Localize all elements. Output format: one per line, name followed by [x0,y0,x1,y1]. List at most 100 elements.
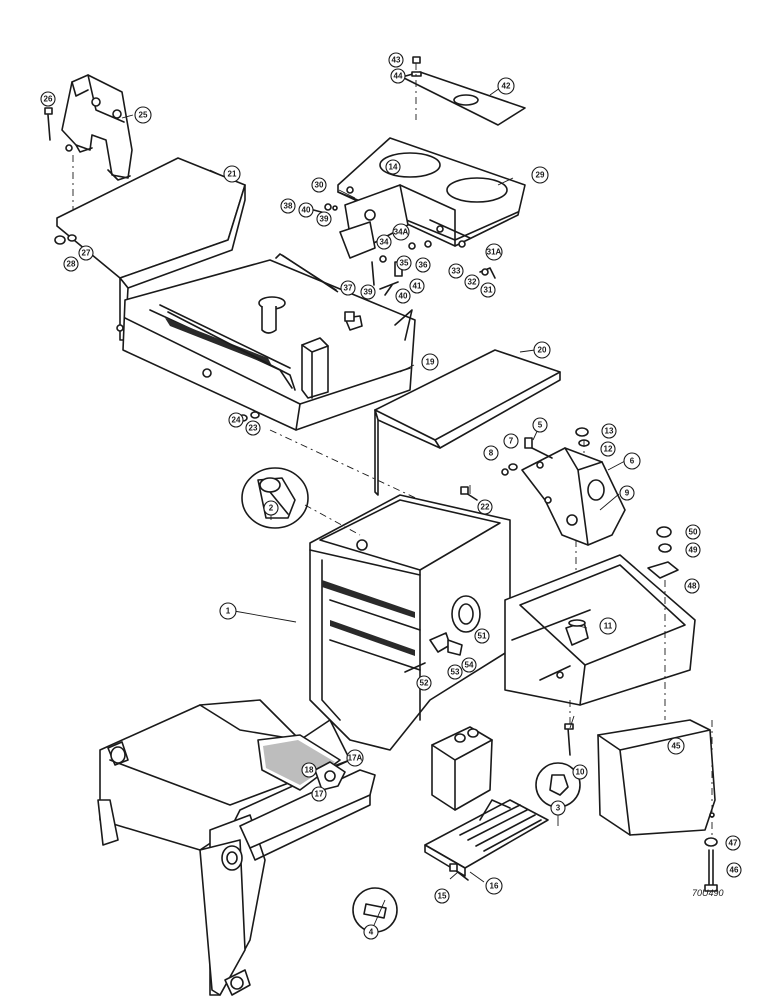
callout-50: 50 [685,524,701,540]
callout-35: 35 [396,255,412,271]
callout-26: 26 [40,91,56,107]
svg-text:26: 26 [44,95,53,104]
callout-8: 8 [483,445,499,461]
callout-31: 31 [480,282,496,298]
svg-text:4: 4 [369,928,374,937]
callout-21: 21 [223,165,241,183]
svg-text:39: 39 [364,288,373,297]
callout-39a: 39 [316,211,332,227]
svg-text:51: 51 [478,632,487,641]
callout-53: 53 [447,664,463,680]
svg-text:5: 5 [538,421,543,430]
svg-text:27: 27 [82,249,91,258]
svg-text:43: 43 [392,56,401,65]
top-plate-assembly [337,71,526,259]
callout-17a: 17A [346,749,364,767]
callout-1: 1 [219,602,237,620]
svg-text:35: 35 [400,259,409,268]
svg-text:45: 45 [672,742,681,751]
callout-leaders [121,87,626,933]
svg-text:23: 23 [249,424,258,433]
callout-28: 28 [63,256,79,272]
callout-16: 16 [485,877,503,895]
svg-text:20: 20 [538,346,547,355]
svg-text:32: 32 [468,278,477,287]
svg-text:17A: 17A [348,754,363,763]
callout-46: 46 [726,862,742,878]
svg-text:17: 17 [315,790,324,799]
callout-23: 23 [245,420,261,436]
nut-3-detail [535,762,581,808]
callout-2: 2 [263,500,279,516]
svg-text:38: 38 [284,202,293,211]
svg-text:28: 28 [67,260,76,269]
callout-4: 4 [363,924,379,940]
solenoid-assembly [431,726,493,811]
callout-10: 10 [572,764,588,780]
callout-27: 27 [78,245,94,261]
svg-text:18: 18 [305,766,314,775]
mount-bracket-6 [521,447,626,546]
svg-text:47: 47 [729,839,738,848]
grab-handle-bracket [61,74,133,181]
callout-34a: 34A [392,223,410,241]
callout-circles: 1 2 3 4 5 6 7 8 9 10 11 12 13 14 15 16 1… [40,52,742,940]
callout-41: 41 [409,278,425,294]
callout-32: 32 [464,274,480,290]
cover-shield-20 [374,349,561,496]
svg-text:12: 12 [604,445,613,454]
callout-17: 17 [311,786,327,802]
callout-51: 51 [474,628,490,644]
svg-text:40: 40 [399,292,408,301]
svg-text:13: 13 [605,427,614,436]
callout-52: 52 [416,675,432,691]
callout-49: 49 [685,542,701,558]
callout-47: 47 [725,835,741,851]
callout-38: 38 [280,198,296,214]
misc-bolts [54,234,589,881]
svg-text:16: 16 [490,882,499,891]
svg-text:8: 8 [489,449,494,458]
svg-text:44: 44 [394,72,403,81]
svg-text:6: 6 [630,457,635,466]
callout-19: 19 [421,353,439,371]
svg-text:46: 46 [730,866,739,875]
svg-text:36: 36 [419,261,428,270]
bolt-26 [44,107,53,141]
svg-text:48: 48 [688,582,697,591]
callout-36: 36 [415,257,431,273]
callout-9: 9 [619,485,635,501]
svg-text:42: 42 [502,82,511,91]
svg-text:40: 40 [302,206,311,215]
callout-40a: 40 [298,202,314,218]
callout-6: 6 [623,452,641,470]
svg-text:49: 49 [689,546,698,555]
callout-34: 34 [376,234,392,250]
callout-48: 48 [684,578,700,594]
callout-15: 15 [434,888,450,904]
svg-text:22: 22 [481,503,490,512]
callout-40b: 40 [395,288,411,304]
figure-code: 70U490 [692,888,724,898]
callout-13: 13 [601,423,617,439]
svg-text:33: 33 [452,267,461,276]
svg-text:10: 10 [576,768,585,777]
callout-43: 43 [388,52,404,68]
callout-18: 18 [301,762,317,778]
svg-text:11: 11 [604,622,613,631]
svg-text:25: 25 [139,111,148,120]
svg-text:15: 15 [438,892,447,901]
svg-text:19: 19 [426,358,435,367]
callout-37: 37 [340,280,356,296]
callout-5: 5 [532,417,548,433]
callout-45: 45 [667,737,685,755]
svg-text:54: 54 [465,661,474,670]
callout-25: 25 [134,106,152,124]
callout-30: 30 [311,177,327,193]
tool-box-fasteners [647,526,718,892]
bushing-2 [241,467,309,529]
main-frame [97,494,696,996]
callout-12: 12 [600,441,616,457]
callout-11: 11 [599,617,617,635]
